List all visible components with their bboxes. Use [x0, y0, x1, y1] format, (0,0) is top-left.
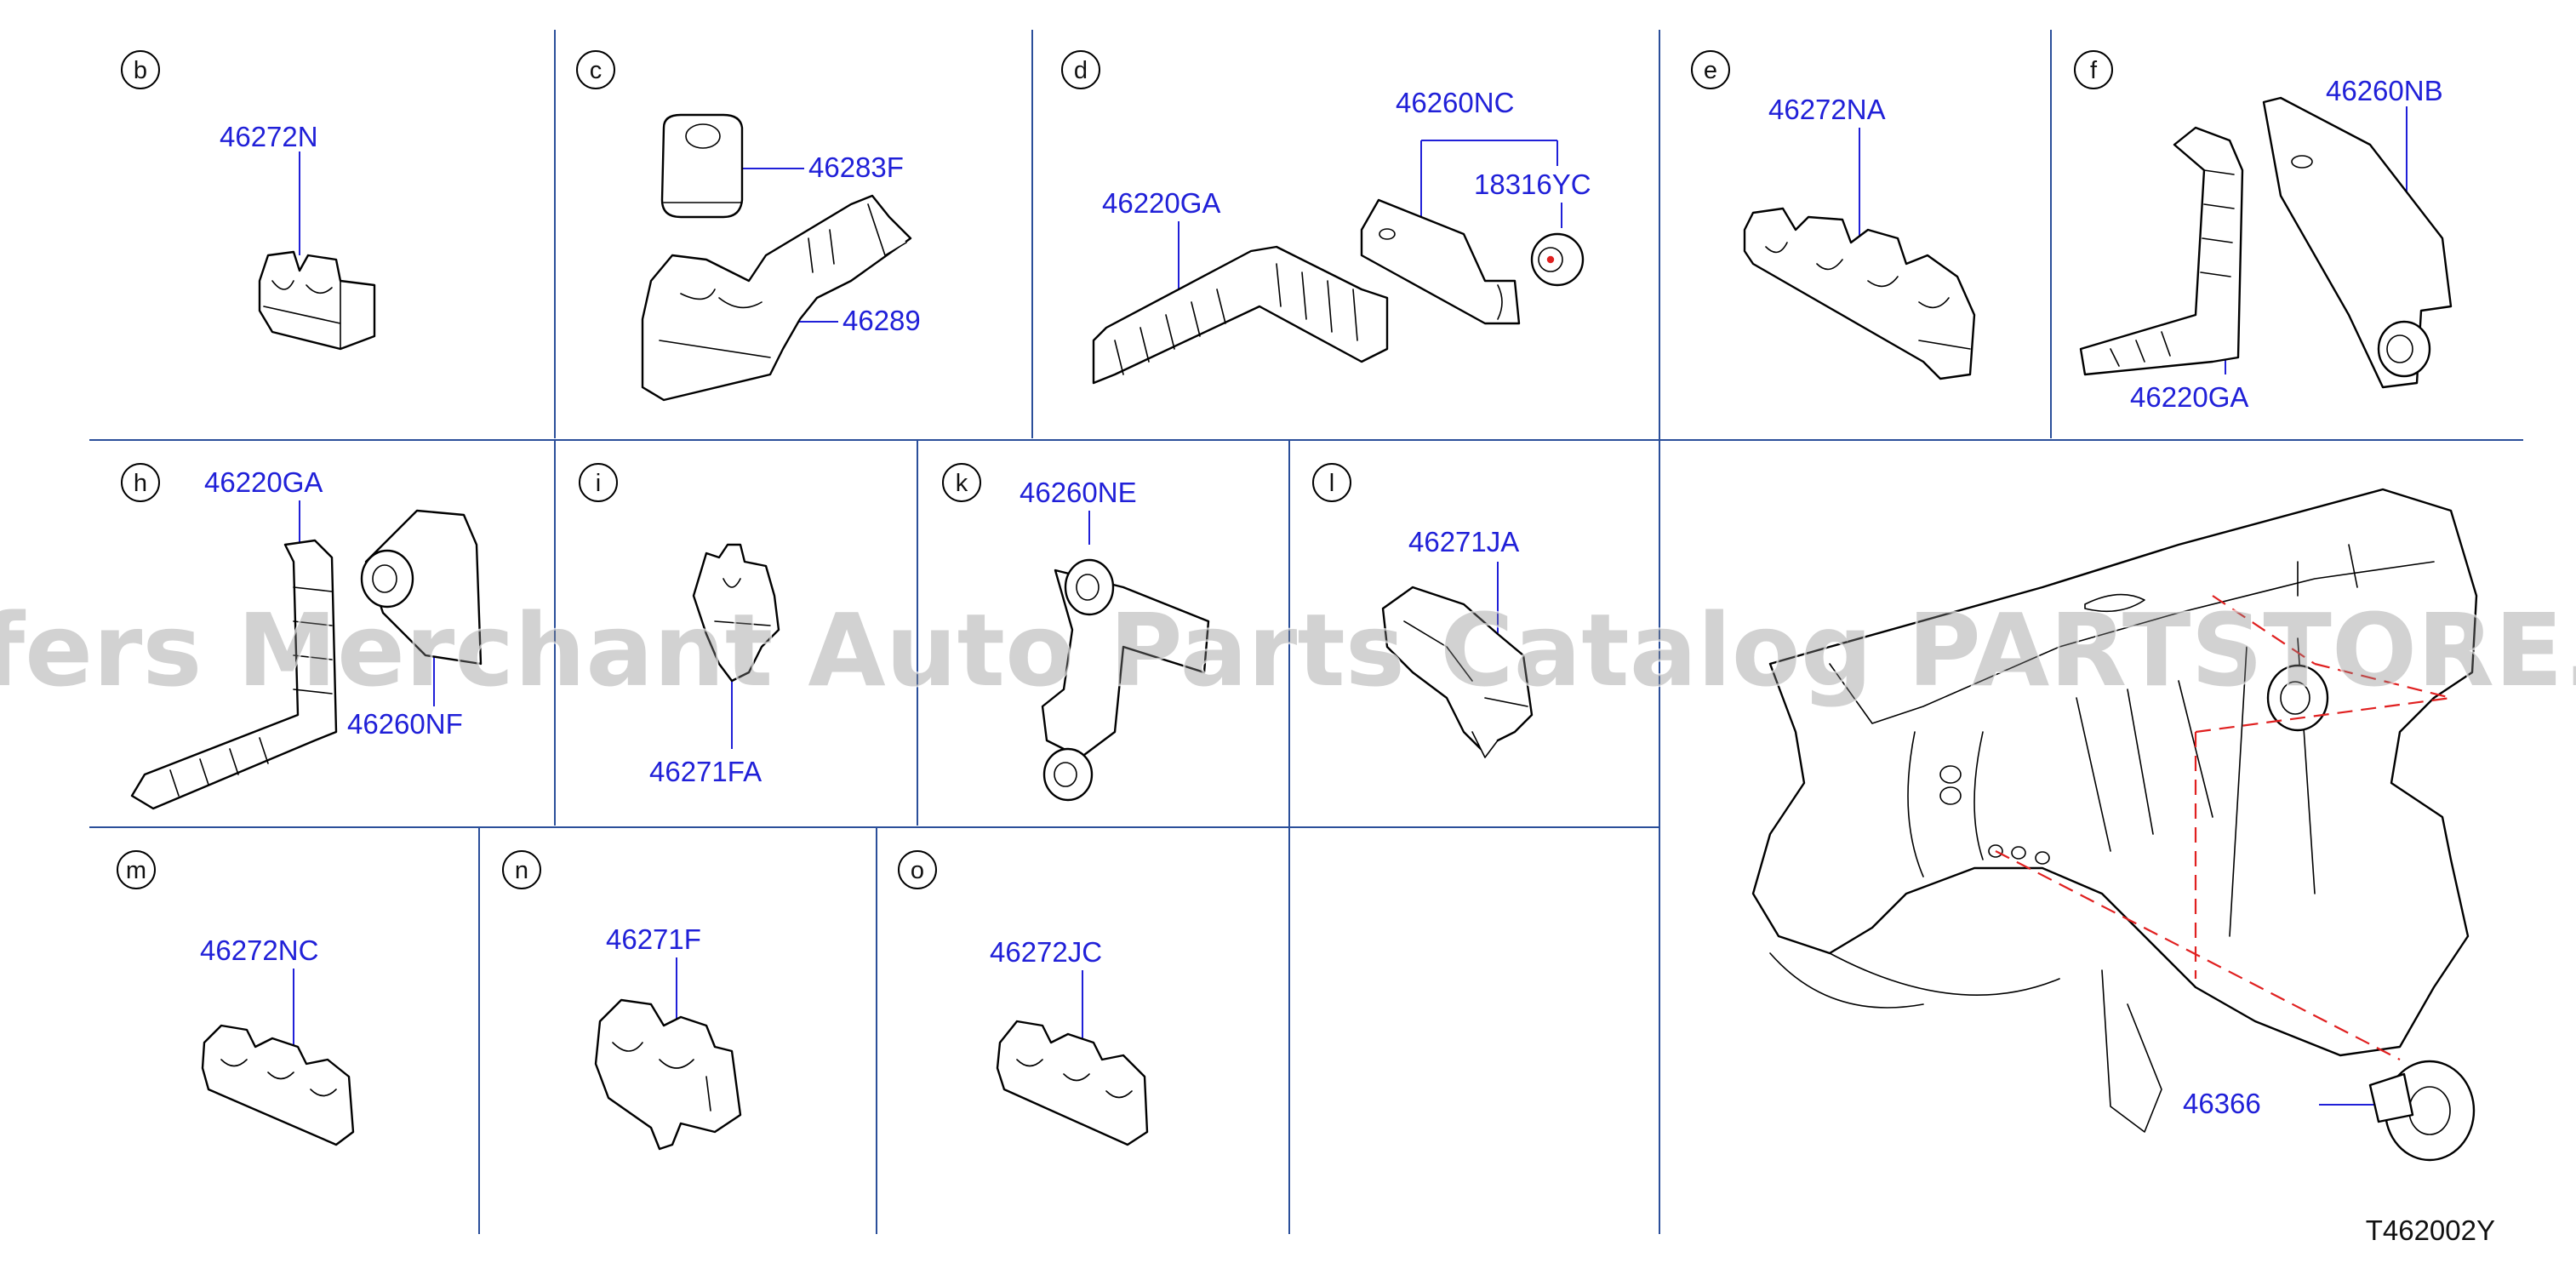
- firewall-body-drawing: [1751, 488, 2478, 1133]
- clip-46272N-drawing: [258, 250, 376, 351]
- panel-grid: [89, 30, 2523, 1234]
- bracket-46260NF-drawing: [360, 509, 483, 666]
- part-number-46260NB: 46260NB: [2326, 75, 2443, 106]
- panel-c-marker: [576, 50, 615, 89]
- body-panel-assembly: 46366: [1751, 488, 2478, 1162]
- panel-n-label: n: [515, 857, 528, 884]
- part-number-46220GA-f: 46220GA: [2130, 381, 2248, 413]
- panel-m: m 46272NC: [117, 850, 355, 1146]
- panel-f-label: f: [2090, 57, 2098, 84]
- panel-l: l 46271JA: [1312, 463, 1534, 758]
- panel-e: e 46272NA: [1691, 50, 1976, 380]
- clip-46289-drawing: [641, 194, 912, 402]
- panel-n-marker: [502, 850, 541, 889]
- part-number-18316YC: 18316YC: [1474, 169, 1591, 200]
- panel-b-marker: [121, 50, 160, 89]
- part-number-46260NF: 46260NF: [347, 708, 463, 740]
- part-number-46289: 46289: [842, 305, 921, 336]
- panel-k: k 46260NE: [942, 463, 1210, 802]
- panel-h-label: h: [134, 470, 147, 497]
- panel-d-label: d: [1074, 57, 1088, 84]
- panel-b-label: b: [134, 57, 147, 84]
- guide-line-1: [1995, 850, 2401, 1060]
- bracket-46260NE-drawing: [1041, 558, 1210, 802]
- panel-k-label: k: [956, 470, 968, 497]
- part-number-46272NC: 46272NC: [200, 934, 318, 966]
- part-number-46220GA-h: 46220GA: [204, 466, 323, 498]
- part-number-46272N: 46272N: [220, 121, 318, 152]
- part-number-46366: 46366: [2183, 1088, 2261, 1119]
- panel-k-marker: [942, 463, 981, 502]
- panel-b: b 46272N: [121, 50, 376, 351]
- clip-46272NA-drawing: [1743, 207, 1976, 380]
- part-number-46271JA: 46271JA: [1408, 526, 1519, 557]
- guide-line-5: [2212, 595, 2316, 665]
- part-number-46272JC: 46272JC: [990, 936, 1102, 968]
- diagram-reference-code: T462002Y: [2366, 1214, 2495, 1246]
- part-number-46271F: 46271F: [606, 923, 701, 955]
- panel-c: c 46283F 46289: [576, 50, 921, 402]
- clip-46271FA-drawing: [692, 543, 780, 683]
- part-number-46260NE: 46260NE: [1020, 477, 1137, 508]
- panel-m-label: m: [126, 857, 146, 884]
- clip-46272NC-drawing: [201, 1024, 355, 1146]
- part-number-46283F: 46283F: [808, 151, 904, 183]
- panel-h-marker: [121, 463, 160, 502]
- panel-l-label: l: [1329, 470, 1334, 497]
- panel-f-marker: [2074, 50, 2113, 89]
- panel-o: o 46272JC: [898, 850, 1149, 1146]
- part-number-46260NC: 46260NC: [1396, 87, 1514, 118]
- clip-46220GA-drawing-h: [130, 539, 338, 810]
- grommet-46366-drawing: [2368, 1060, 2476, 1162]
- panel-i-label: i: [596, 470, 601, 497]
- panel-h: h 46220GA 46260NF: [121, 463, 483, 810]
- part-number-46220GA-d: 46220GA: [1102, 187, 1220, 219]
- panel-f: f 46260NB 46220GA: [2074, 50, 2453, 413]
- panel-e-label: e: [1704, 57, 1717, 84]
- panel-o-label: o: [911, 857, 924, 884]
- part-number-46272NA: 46272NA: [1768, 94, 1886, 125]
- clip-46220GA-drawing-f: [2079, 126, 2244, 376]
- panel-c-label: c: [590, 57, 603, 84]
- bracket-46260NC-drawing: [1360, 198, 1521, 325]
- panel-i-marker: [579, 463, 618, 502]
- panel-d-marker: [1061, 50, 1100, 89]
- panel-i: i 46271FA: [579, 463, 780, 787]
- panel-d: d 46260NC 18316YC 46220GA: [1061, 50, 1591, 385]
- clip-46220GA-drawing-d: [1092, 245, 1389, 385]
- panel-l-marker: [1312, 463, 1351, 502]
- clip-46271F-drawing: [594, 998, 742, 1151]
- guide-line-3: [2195, 696, 2452, 734]
- clip-46272JC-drawing: [996, 1020, 1149, 1146]
- watermark-text: Offers Merchant Auto Parts Catalog PARTS…: [0, 591, 2576, 709]
- panel-o-marker: [898, 850, 937, 889]
- clip-46271JA-drawing: [1381, 586, 1534, 758]
- grommet-18316YC-drawing: [1530, 232, 1585, 287]
- part-number-46271FA: 46271FA: [649, 756, 762, 787]
- panel-n: n 46271F: [502, 850, 742, 1151]
- panel-m-marker: [117, 850, 156, 889]
- panel-e-marker: [1691, 50, 1730, 89]
- bracket-46260NB-drawing: [2262, 96, 2453, 389]
- grommet-46283F-drawing: [660, 113, 744, 219]
